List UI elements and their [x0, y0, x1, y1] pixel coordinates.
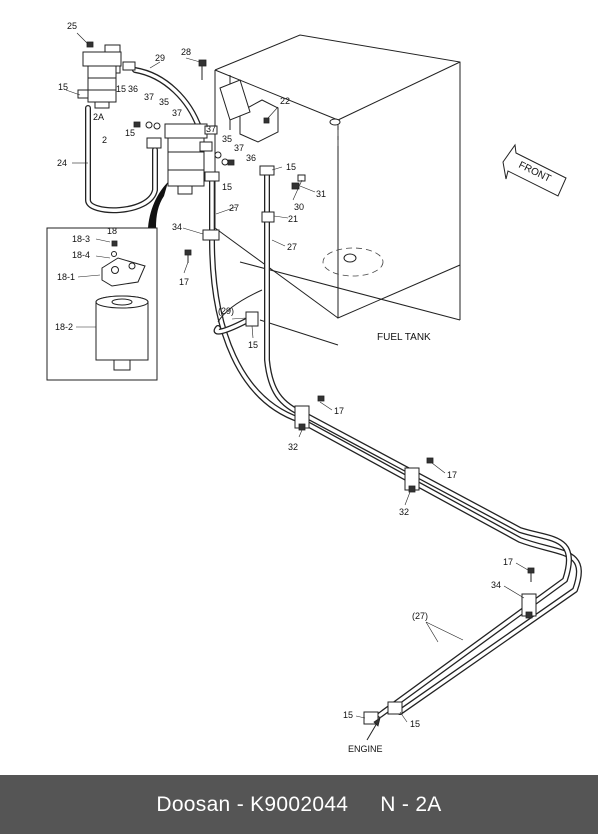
callout-37: 37: [234, 143, 244, 153]
callout-17: 17: [503, 557, 513, 567]
brand-name: Doosan: [156, 792, 231, 816]
callout-2a: 2A: [93, 112, 104, 122]
inset-label-18-2: 18-2: [55, 322, 73, 332]
inset-label-18-1: 18-1: [57, 272, 75, 282]
callout-15: 15: [410, 719, 420, 729]
callout-15: 15: [286, 162, 296, 172]
bolts: [86, 41, 535, 582]
part-number: K9002044: [250, 792, 349, 816]
filter-detail-inset: 18 18-3 18-4 18-1 18-2: [46, 226, 158, 381]
callout-21: 21: [288, 214, 298, 224]
callout-17: 17: [447, 470, 457, 480]
callout-27-ref: (27): [412, 611, 428, 621]
callout-31: 31: [316, 189, 326, 199]
callout-25: 25: [67, 21, 77, 31]
inset-title: 18: [107, 226, 117, 236]
fittings: [77, 89, 403, 725]
callout-36: 36: [128, 84, 138, 94]
footer-bar: Doosan - K9002044 N - 2A: [0, 775, 598, 834]
callout-17: 17: [179, 277, 189, 287]
callout-28: 28: [181, 47, 191, 57]
callout-15: 15: [116, 84, 126, 94]
callout-34: 34: [172, 222, 182, 232]
callout-29-ref: (29): [218, 306, 234, 316]
callout-15: 15: [248, 340, 258, 350]
fuel-line-parts-diagram: FUEL TANK FRONT: [46, 21, 582, 754]
callout-37: 37: [206, 124, 216, 134]
callout-24: 24: [57, 158, 67, 168]
bracket: [219, 79, 279, 143]
callout-35: 35: [222, 134, 232, 144]
diagram-code: N - 2A: [380, 792, 442, 816]
footer-dash: -: [236, 792, 244, 816]
fuel-tank: FUEL TANK: [214, 34, 461, 346]
callout-15: 15: [222, 182, 232, 192]
callout-32: 32: [288, 442, 298, 452]
engine-label: ENGINE: [348, 744, 383, 754]
callout-30: 30: [294, 202, 304, 212]
fuel-pipes: [85, 67, 582, 718]
fuel-tank-label: FUEL TANK: [377, 332, 431, 343]
front-arrow: FRONT: [502, 143, 567, 197]
fuel-filter-right: [164, 123, 218, 195]
inset-label-18-3: 18-3: [72, 234, 90, 244]
callout-22: 22: [280, 96, 290, 106]
callout-15: 15: [125, 128, 135, 138]
callout-2: 2: [102, 135, 107, 145]
callouts: 25 29 28 15 15 2A 2 36 37 35 37 22 15 37…: [57, 21, 513, 729]
callout-37: 37: [172, 108, 182, 118]
callout-27: 27: [229, 203, 239, 213]
callout-29: 29: [155, 53, 165, 63]
callout-15: 15: [343, 710, 353, 720]
callout-35: 35: [159, 97, 169, 107]
footer-text: Doosan - K9002044 N - 2A: [156, 793, 441, 817]
callout-37: 37: [144, 92, 154, 102]
callout-15: 15: [58, 82, 68, 92]
inset-pointer: [148, 182, 168, 228]
callout-17: 17: [334, 406, 344, 416]
pipe-clamps: [202, 211, 537, 619]
callout-27: 27: [287, 242, 297, 252]
leader-lines: [65, 32, 529, 741]
inset-label-18-4: 18-4: [72, 250, 90, 260]
callout-32: 32: [399, 507, 409, 517]
fuel-filter-left: [82, 44, 136, 109]
callout-34: 34: [491, 580, 501, 590]
callout-36: 36: [246, 153, 256, 163]
